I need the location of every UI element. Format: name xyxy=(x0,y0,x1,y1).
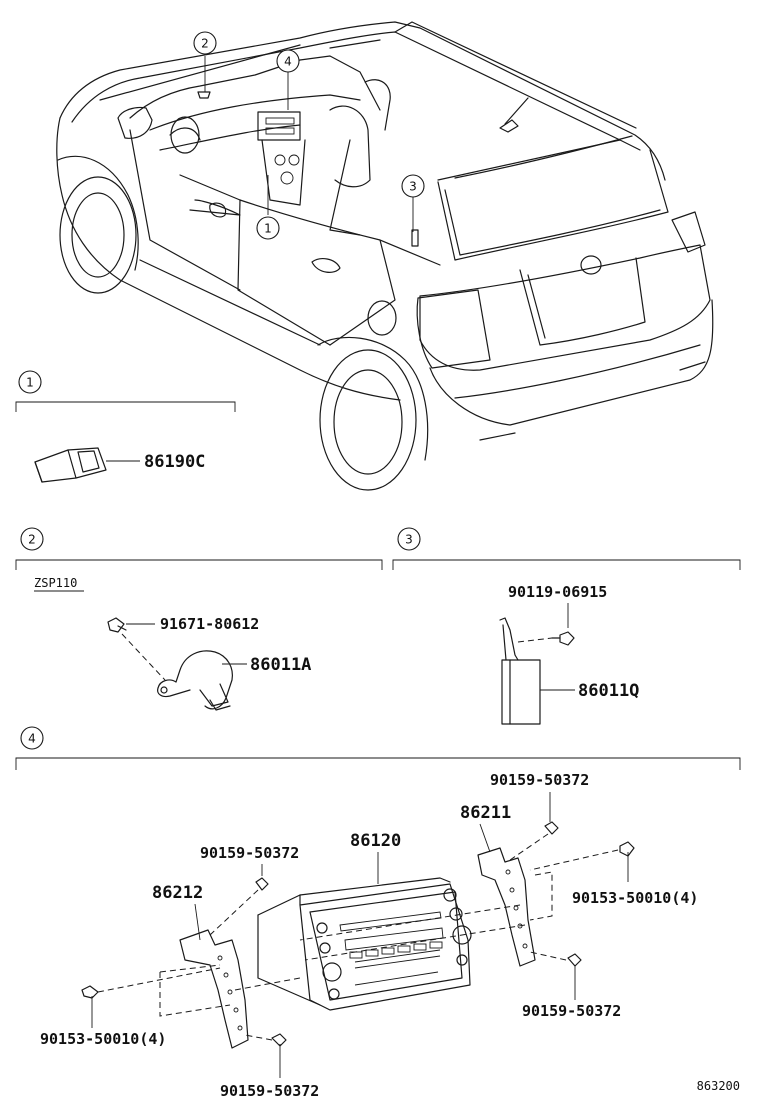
screw-bottom xyxy=(271,1033,287,1047)
vehicle-illustration xyxy=(56,21,714,491)
callout-4-vehicle: 4 xyxy=(276,49,300,73)
svg-text:1: 1 xyxy=(26,376,34,390)
section-2: 2 ZSP110 91671-80612 86011A xyxy=(15,527,383,711)
screw-top-left xyxy=(255,877,269,891)
sensor-part-86011a xyxy=(157,650,233,711)
bracket-right-86211 xyxy=(477,847,536,967)
svg-text:86120: 86120 xyxy=(350,831,401,851)
svg-text:90159-50372: 90159-50372 xyxy=(200,844,299,862)
svg-text:91671-80612: 91671-80612 xyxy=(160,615,259,633)
svg-text:86212: 86212 xyxy=(152,883,203,903)
svg-text:3: 3 xyxy=(405,533,413,547)
svg-text:90159-50372: 90159-50372 xyxy=(220,1082,319,1100)
bolt-right xyxy=(619,841,635,857)
svg-text:90153-50010(4): 90153-50010(4) xyxy=(40,1030,166,1048)
svg-text:3: 3 xyxy=(409,180,417,194)
screw-right-low xyxy=(567,953,582,967)
svg-text:90153-50010(4): 90153-50010(4) xyxy=(572,889,698,907)
part-number-86011q: 86011Q xyxy=(578,681,639,701)
bolt-left xyxy=(81,985,99,999)
svg-text:2: 2 xyxy=(201,37,209,51)
svg-text:90119-06915: 90119-06915 xyxy=(508,583,607,601)
svg-text:2: 2 xyxy=(28,533,36,547)
amplifier-part-86011q xyxy=(499,617,541,725)
bolt-90119-06915 xyxy=(551,631,575,646)
svg-text:4: 4 xyxy=(284,55,292,69)
section-1: 1 86190C xyxy=(15,370,236,483)
svg-text:1: 1 xyxy=(264,222,272,236)
model-code: ZSP110 xyxy=(34,576,77,590)
part-number-86011a: 86011A xyxy=(250,655,311,675)
section-4: 4 90159-50372 86211 86120 90159-50372 86… xyxy=(15,726,741,1100)
bolt-91671-80612 xyxy=(107,617,127,633)
section-3: 3 90119-06915 86011Q xyxy=(392,527,741,725)
svg-text:4: 4 xyxy=(28,732,36,746)
svg-text:86211: 86211 xyxy=(460,803,511,823)
callout-2-vehicle: 2 xyxy=(193,31,217,55)
switch-part-86190c xyxy=(34,447,107,483)
callout-1-vehicle: 1 xyxy=(256,216,280,240)
callout-3-vehicle: 3 xyxy=(401,174,425,198)
svg-text:90159-50372: 90159-50372 xyxy=(522,1002,621,1020)
figure-code: 863200 xyxy=(697,1079,740,1093)
screw-top-right xyxy=(544,821,559,835)
svg-text:90159-50372: 90159-50372 xyxy=(490,771,589,789)
bracket-left-86212 xyxy=(179,929,249,1049)
radio-head-unit-86120 xyxy=(257,877,472,1011)
part-number-86190c: 86190C xyxy=(144,452,205,472)
